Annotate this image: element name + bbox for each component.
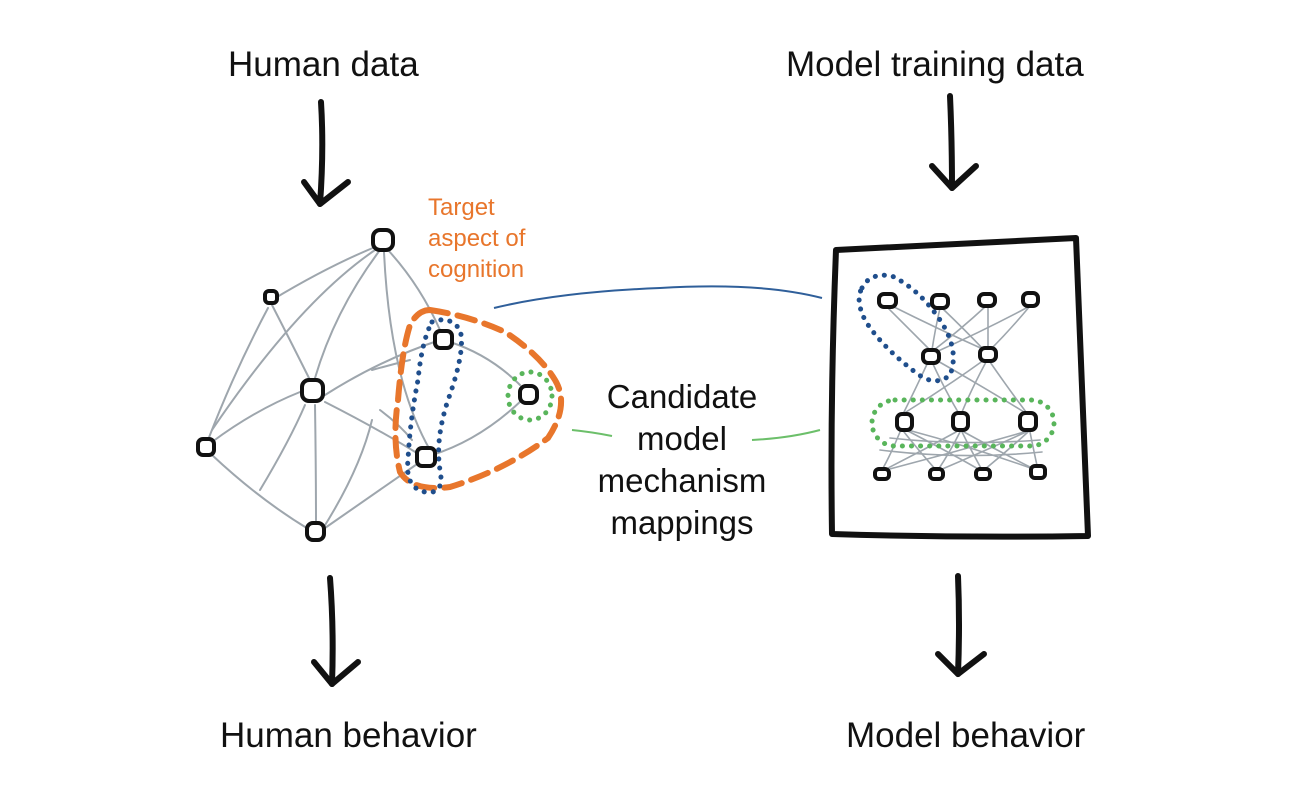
human-behavior-label: Human behavior: [220, 716, 477, 755]
circle-node-icon: [1021, 291, 1040, 308]
down-arrow-icon: [929, 93, 979, 191]
circle-node-icon: [263, 289, 279, 305]
human-green-mechanism-outline: [505, 369, 555, 423]
circle-node-icon: [974, 467, 992, 481]
model-box: [828, 235, 1091, 540]
network-edge: [935, 359, 1025, 413]
target-aspect-line: aspect of: [428, 225, 526, 252]
network-edge: [961, 361, 987, 413]
network-edge: [885, 431, 1025, 471]
candidate-mappings-line: mechanism: [597, 462, 767, 499]
network-edge: [963, 431, 1037, 471]
candidate-mappings-line: model: [637, 420, 727, 457]
network-edge: [937, 431, 961, 471]
network-edge: [907, 429, 1037, 471]
network-edge: [259, 404, 306, 491]
network-edge: [961, 431, 983, 471]
circle-node-icon: [518, 384, 539, 405]
candidate-mappings-line: mappings: [610, 504, 754, 541]
network-edge: [321, 419, 373, 531]
target-aspect-label: Target aspect of cognition: [428, 192, 525, 285]
human-network: [207, 244, 523, 531]
circle-node-icon: [300, 378, 325, 403]
network-edge: [211, 391, 301, 443]
circle-node-icon: [196, 437, 216, 457]
network-edge: [931, 307, 941, 351]
circle-node-icon: [951, 411, 970, 432]
human-network-nodes: [196, 228, 539, 542]
circle-node-icon: [930, 293, 950, 310]
human-data-label: Human data: [228, 45, 419, 84]
network-edge: [324, 461, 421, 529]
network-edge: [387, 249, 441, 331]
network-edge: [211, 247, 379, 431]
green-mapping-line-left: [571, 429, 613, 437]
network-edge: [207, 307, 269, 441]
circle-node-icon: [895, 412, 914, 432]
network-edge: [903, 361, 929, 413]
circle-node-icon: [921, 348, 941, 365]
circle-node-icon: [305, 521, 326, 542]
network-edge: [383, 251, 431, 451]
candidate-mappings-line: Candidate: [606, 378, 758, 415]
circle-node-icon: [433, 329, 454, 350]
arrows: [301, 93, 987, 687]
circle-node-icon: [1018, 411, 1038, 432]
network-edge: [371, 359, 411, 371]
network-edge: [931, 361, 959, 413]
circle-node-icon: [873, 467, 891, 481]
candidate-mappings-label: Candidate model mechanism mappings: [576, 376, 788, 544]
network-edge: [905, 429, 981, 471]
network-edge: [889, 437, 1041, 444]
model-training-data-label: Model training data: [786, 45, 1084, 84]
network-edge: [324, 401, 421, 456]
model-behavior-label: Model behavior: [846, 716, 1086, 755]
target-aspect-line: Target: [428, 194, 495, 221]
network-edge: [431, 399, 523, 456]
network-edge: [933, 305, 987, 351]
down-arrow-icon: [301, 99, 351, 207]
network-edge: [879, 449, 1043, 457]
circle-node-icon: [1029, 464, 1047, 480]
network-edge: [314, 249, 381, 379]
network-edge: [211, 454, 311, 531]
network-edge: [271, 244, 381, 301]
green-mapping-line-right: [751, 429, 821, 441]
model-network-edges: [879, 304, 1043, 471]
network-edge: [983, 431, 1029, 471]
network-edge: [324, 339, 441, 396]
network-edge: [887, 307, 931, 351]
down-arrow-icon: [935, 573, 987, 677]
circle-node-icon: [371, 228, 395, 252]
network-edge: [314, 404, 317, 526]
human-blue-mechanism-outline: [405, 317, 464, 495]
down-arrow-icon: [311, 575, 361, 687]
network-edge: [883, 431, 957, 471]
network-edge: [939, 431, 1027, 471]
network-edge: [905, 359, 985, 413]
circle-node-icon: [877, 292, 898, 309]
model-network-nodes: [873, 291, 1047, 481]
blue-mapping-line: [493, 285, 823, 309]
model-blue-mechanism-outline: [856, 272, 956, 384]
network-edge: [889, 304, 986, 351]
model-green-mechanism-outline: [869, 397, 1057, 449]
network-edge: [941, 307, 985, 351]
circle-node-icon: [928, 467, 945, 481]
target-aspect-line: cognition: [428, 256, 525, 283]
network-edge: [935, 305, 1031, 353]
network-edge: [989, 361, 1027, 413]
circle-node-icon: [977, 292, 997, 308]
circle-node-icon: [978, 346, 998, 363]
target-cognition-outline: [392, 306, 565, 491]
network-edge: [271, 304, 311, 381]
circle-node-icon: [415, 446, 437, 468]
